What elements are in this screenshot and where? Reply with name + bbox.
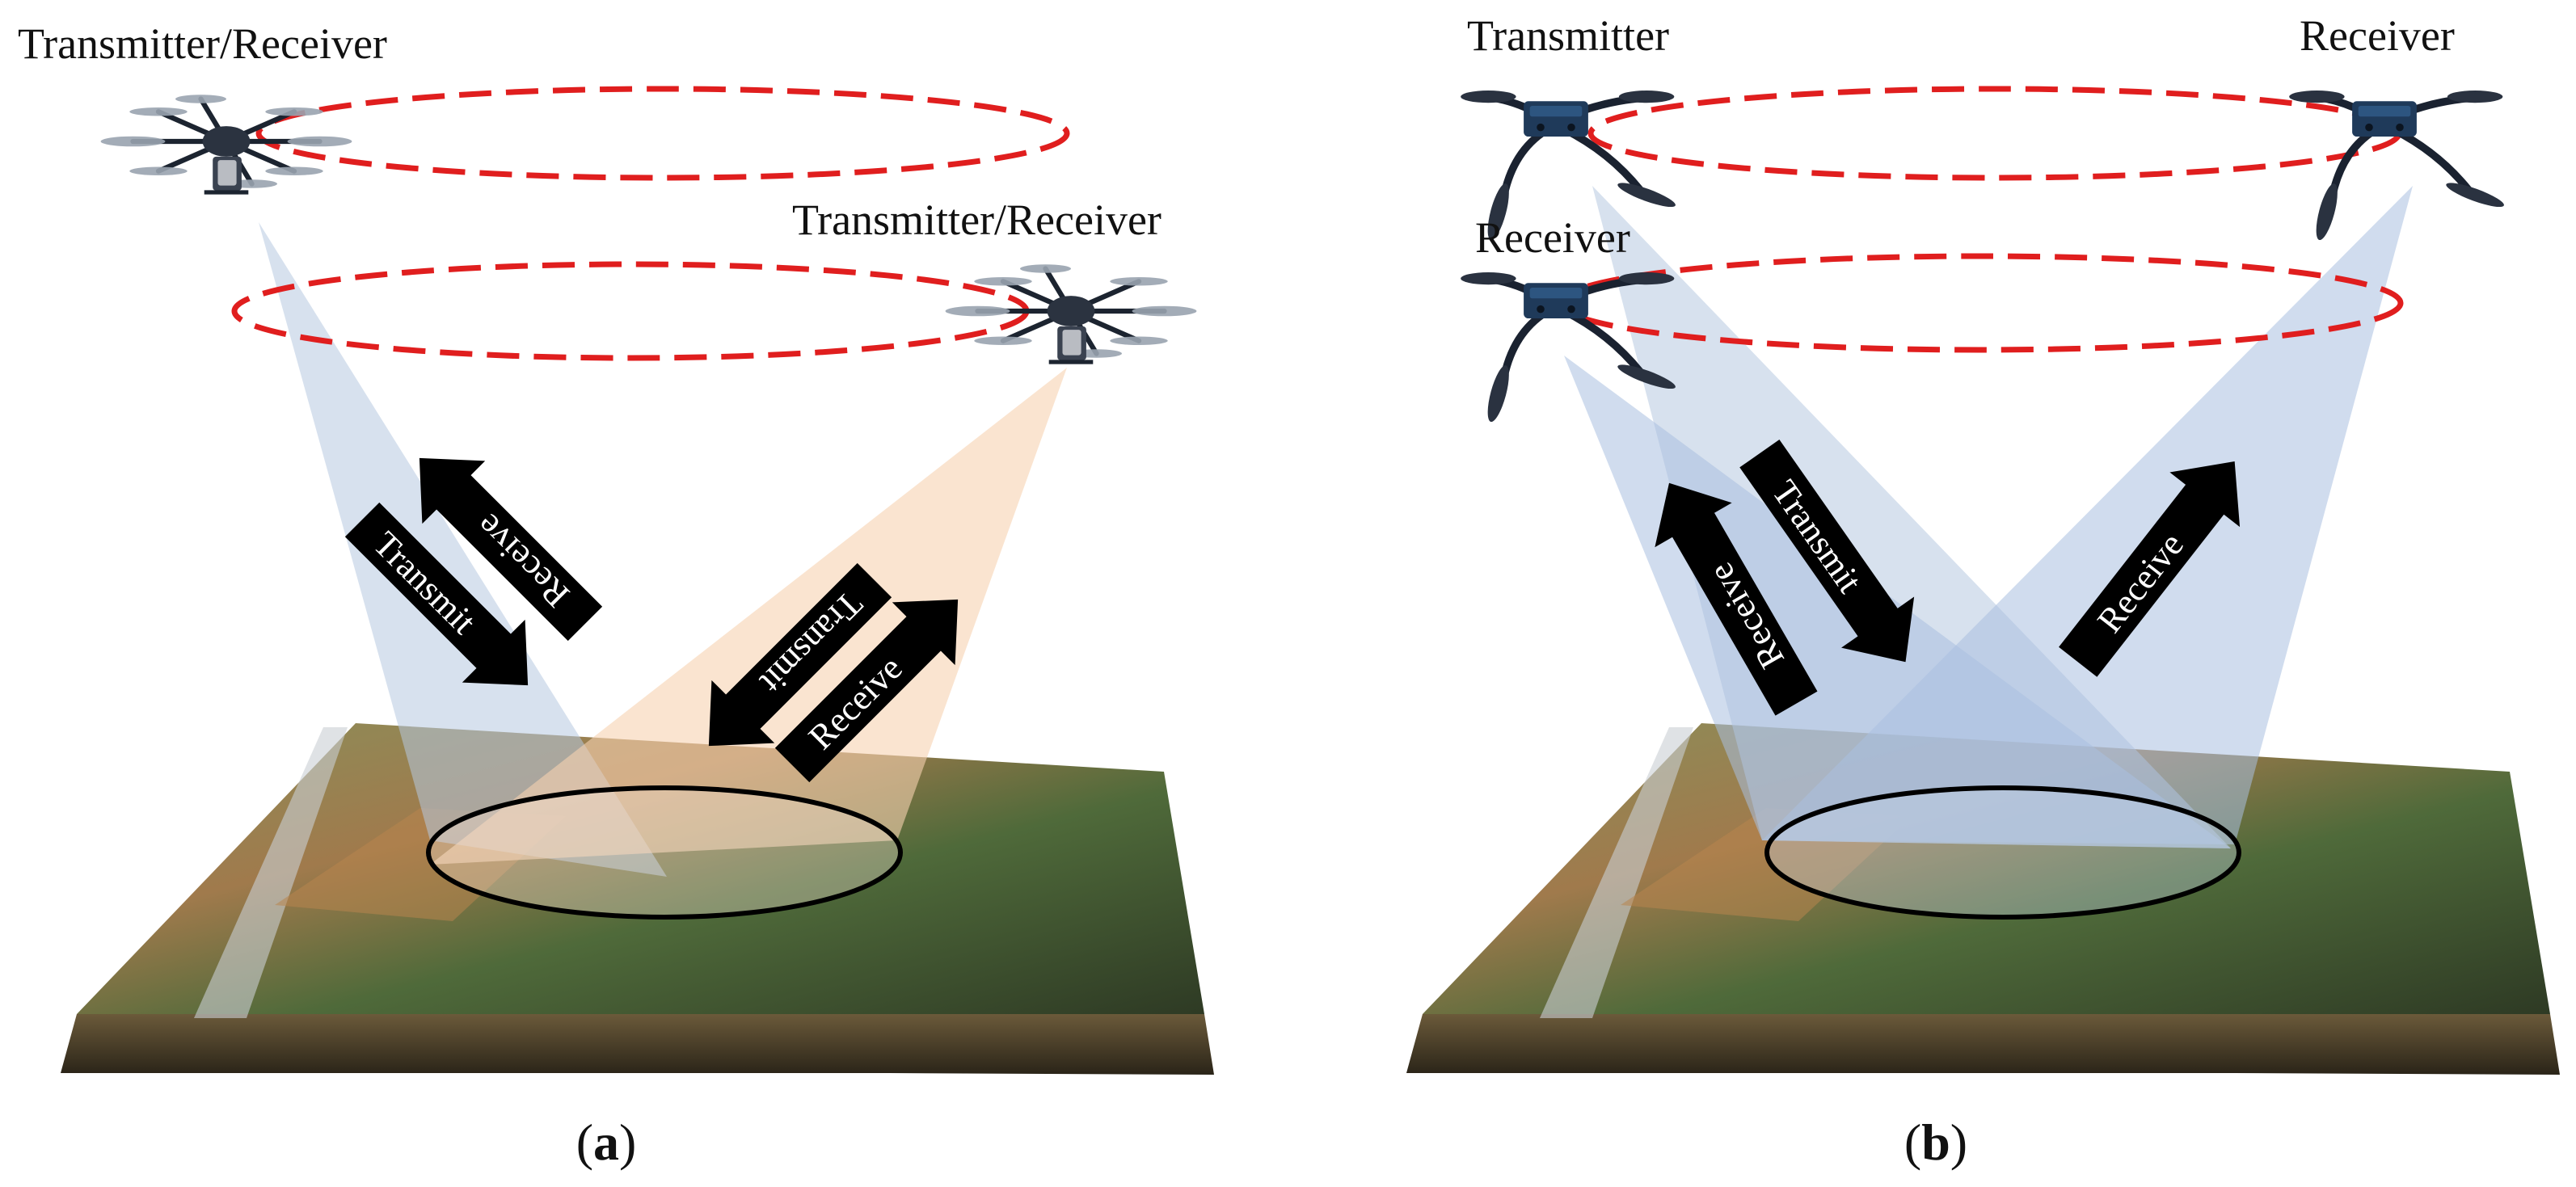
receiver-top-label-b: Receiver xyxy=(2300,11,2455,60)
transmitter-label-b: Transmitter xyxy=(1467,11,1669,60)
orbit-upper-a xyxy=(255,86,1070,181)
caption-b: (b) xyxy=(1904,1113,1967,1171)
caption-a: (a) xyxy=(576,1113,637,1171)
beam-cone-b-receive-left xyxy=(1564,356,2231,848)
octocopter-a-top xyxy=(101,95,352,192)
panel-b: Transmitter Receiver Receiver Transmit R… xyxy=(1406,11,2560,1171)
orbit-lower-a xyxy=(231,261,1030,361)
receiver-lower-label-b: Receiver xyxy=(1475,213,1630,262)
drone2-label-a: Transmitter/Receiver xyxy=(792,196,1162,244)
orbit-upper-b xyxy=(1587,86,2402,181)
beam-cone-a-right xyxy=(430,368,1067,865)
beam-cone-a-left xyxy=(259,222,667,877)
panel-a: Transmitter/Receiver Transmitter/Receive… xyxy=(18,19,1214,1171)
footprint-ellipse-a xyxy=(426,785,903,920)
drone1-label-a: Transmitter/Receiver xyxy=(18,19,387,68)
terrain-patch-b xyxy=(1406,723,2560,1075)
footprint-ellipse-b xyxy=(1764,785,2241,920)
octocopter-a-right xyxy=(946,264,1197,362)
